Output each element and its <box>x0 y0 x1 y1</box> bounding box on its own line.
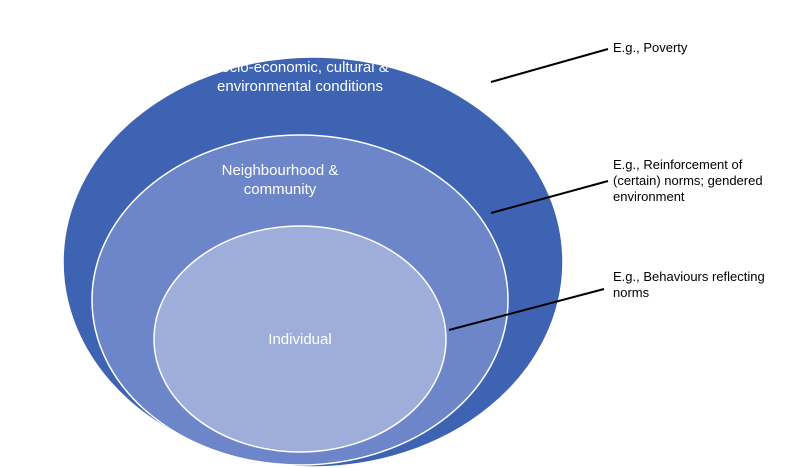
middle-ring-label-line1: Neighbourhood & <box>221 162 339 179</box>
middle-annotation-line1: E.g., Reinforcement of <box>613 157 743 172</box>
inner-annotation-line2: norms <box>613 285 650 300</box>
outer-ring-label-line1: Socio-economic, cultural & <box>211 59 389 76</box>
inner-leader-line <box>448 288 605 331</box>
middle-annotation-line2: (certain) norms; gendered <box>613 173 763 188</box>
inner-annotation-line1: E.g., Behaviours reflecting <box>613 269 765 284</box>
outer-ring-label-line2: environmental conditions <box>217 78 383 95</box>
outer-ring-label: Socio-economic, cultural & environmental… <box>150 58 450 96</box>
inner-ring-label: Individual <box>220 330 380 349</box>
middle-annotation-line3: environment <box>613 189 685 204</box>
middle-ring-label: Neighbourhood & community <box>180 161 380 199</box>
outer-annotation-line1: E.g., Poverty <box>613 40 688 55</box>
middle-leader-line <box>490 180 609 214</box>
inner-ring-label-text: Individual <box>268 331 332 348</box>
outer-leader-line <box>490 48 609 83</box>
inner-annotation: E.g., Behaviours reflecting norms <box>613 269 793 301</box>
middle-annotation: E.g., Reinforcement of (certain) norms; … <box>613 157 793 205</box>
inner-ring <box>153 225 447 453</box>
middle-ring-label-line2: community <box>243 181 317 198</box>
outer-annotation: E.g., Poverty <box>613 40 793 56</box>
